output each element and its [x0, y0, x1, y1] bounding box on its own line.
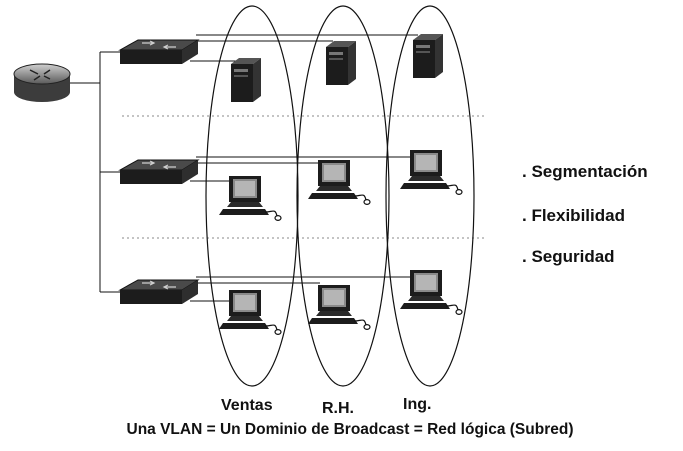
switch-icon — [119, 159, 199, 185]
workstation-icon — [307, 159, 371, 205]
workstation-icon — [307, 284, 371, 330]
switch-links — [190, 34, 418, 302]
server-icon — [231, 58, 261, 102]
server-icon — [413, 34, 443, 78]
router-icon — [13, 63, 71, 102]
workstation-icon — [218, 289, 282, 335]
feature-flexibilidad: . Flexibilidad — [522, 206, 625, 225]
workstation-icon — [218, 175, 282, 221]
switch-icon — [119, 39, 199, 65]
vlan-ellipse-ventas — [205, 5, 299, 387]
feature-seguridad: . Seguridad — [522, 247, 615, 266]
group-label-rh: R.H. — [322, 400, 354, 417]
vlan-ellipse-rh — [296, 5, 390, 387]
feature-segmentacion: . Segmentación — [522, 162, 648, 181]
switch-icon — [119, 279, 199, 305]
diagram-caption: Una VLAN = Un Dominio de Broadcast = Red… — [126, 421, 574, 438]
trunk-links — [70, 51, 122, 293]
server-icon — [326, 41, 356, 85]
group-label-ing: Ing. — [403, 396, 432, 413]
group-label-ventas: Ventas — [221, 397, 273, 414]
vlan-ellipse-ing — [385, 5, 475, 387]
